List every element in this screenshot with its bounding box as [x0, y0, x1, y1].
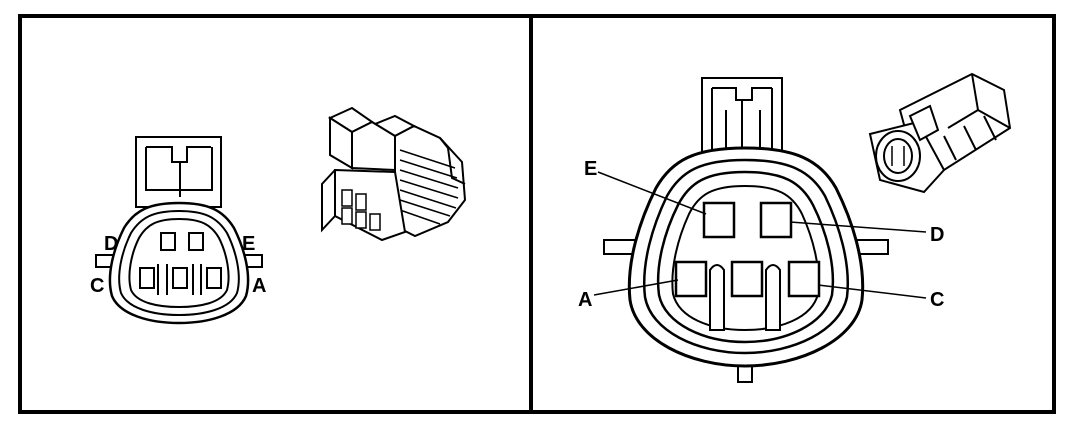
leader-line-e: [597, 171, 707, 215]
right-label-e: E: [584, 158, 597, 180]
right-label-d: D: [930, 224, 944, 246]
left-label-d: D: [104, 233, 118, 255]
left-label-a: A: [252, 275, 266, 297]
figure-frame: [18, 14, 1056, 414]
right-connector-face: [603, 77, 889, 383]
left-panel: D E C A: [90, 106, 467, 325]
leader-line-c: [817, 284, 927, 299]
leader-line-a: [593, 279, 679, 296]
left-label-c: C: [90, 275, 104, 297]
right-label-a: A: [578, 289, 592, 311]
leader-line-d: [789, 221, 927, 233]
right-connector-isometric: [868, 72, 1012, 194]
left-connector-isometric: [321, 106, 467, 242]
left-label-e: E: [242, 233, 255, 255]
right-panel: E D A C: [578, 72, 1012, 383]
right-label-c: C: [930, 289, 944, 311]
left-connector-face: [95, 136, 263, 325]
